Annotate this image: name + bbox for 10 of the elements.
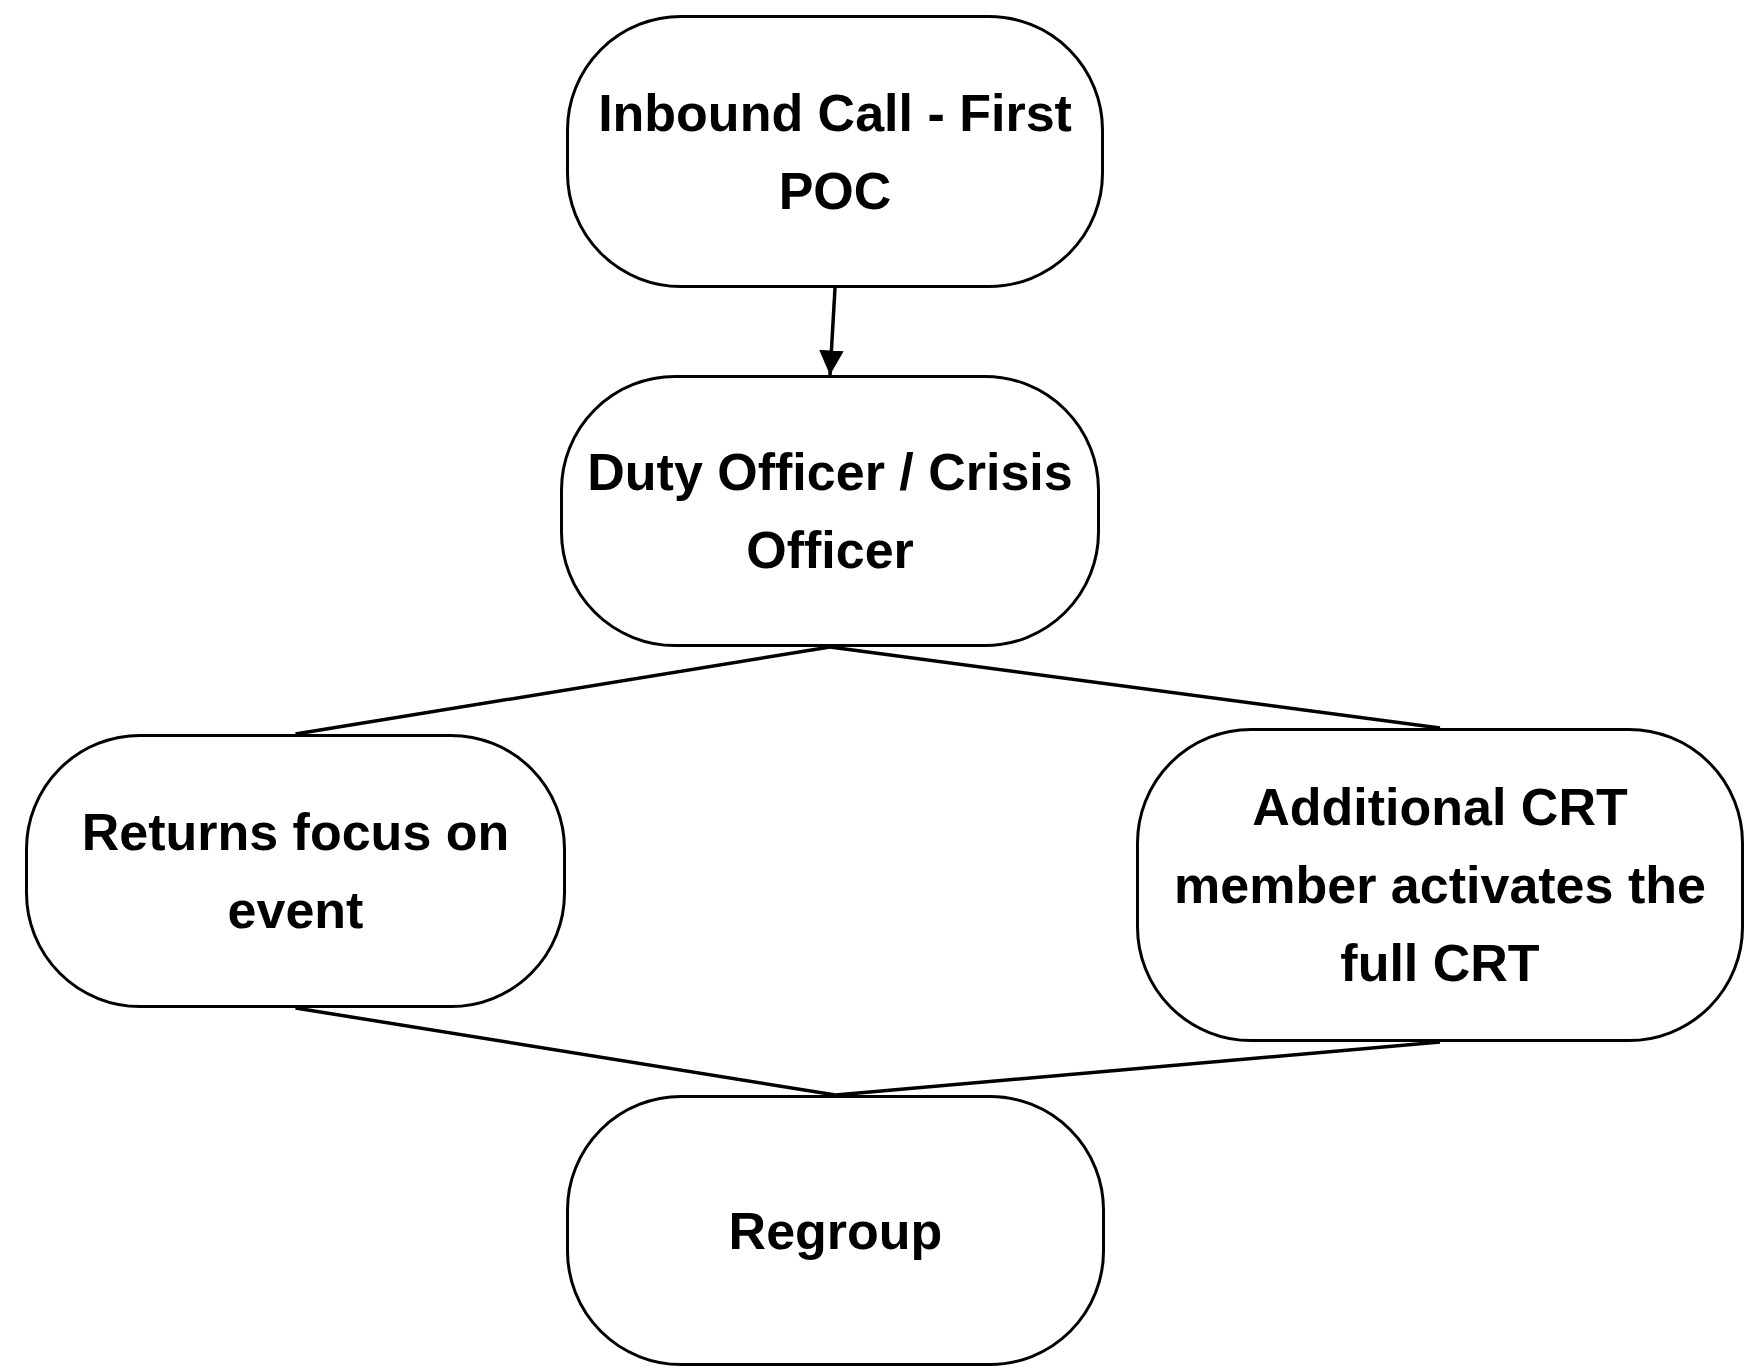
node-label: Regroup: [728, 1200, 943, 1262]
connector-line: [295, 645, 831, 736]
node-label: Additional CRT member activates the full CRT: [1173, 777, 1707, 994]
node-label: Duty Officer / Crisis Officer: [586, 442, 1074, 581]
arrow: [819, 287, 844, 376]
connector-line: [829, 645, 1441, 730]
connector-line: [835, 1040, 1441, 1097]
connector-line: [295, 1006, 836, 1097]
node-label: Inbound Call - First POC: [597, 82, 1073, 222]
node-label: Returns focus on event: [80, 802, 511, 941]
